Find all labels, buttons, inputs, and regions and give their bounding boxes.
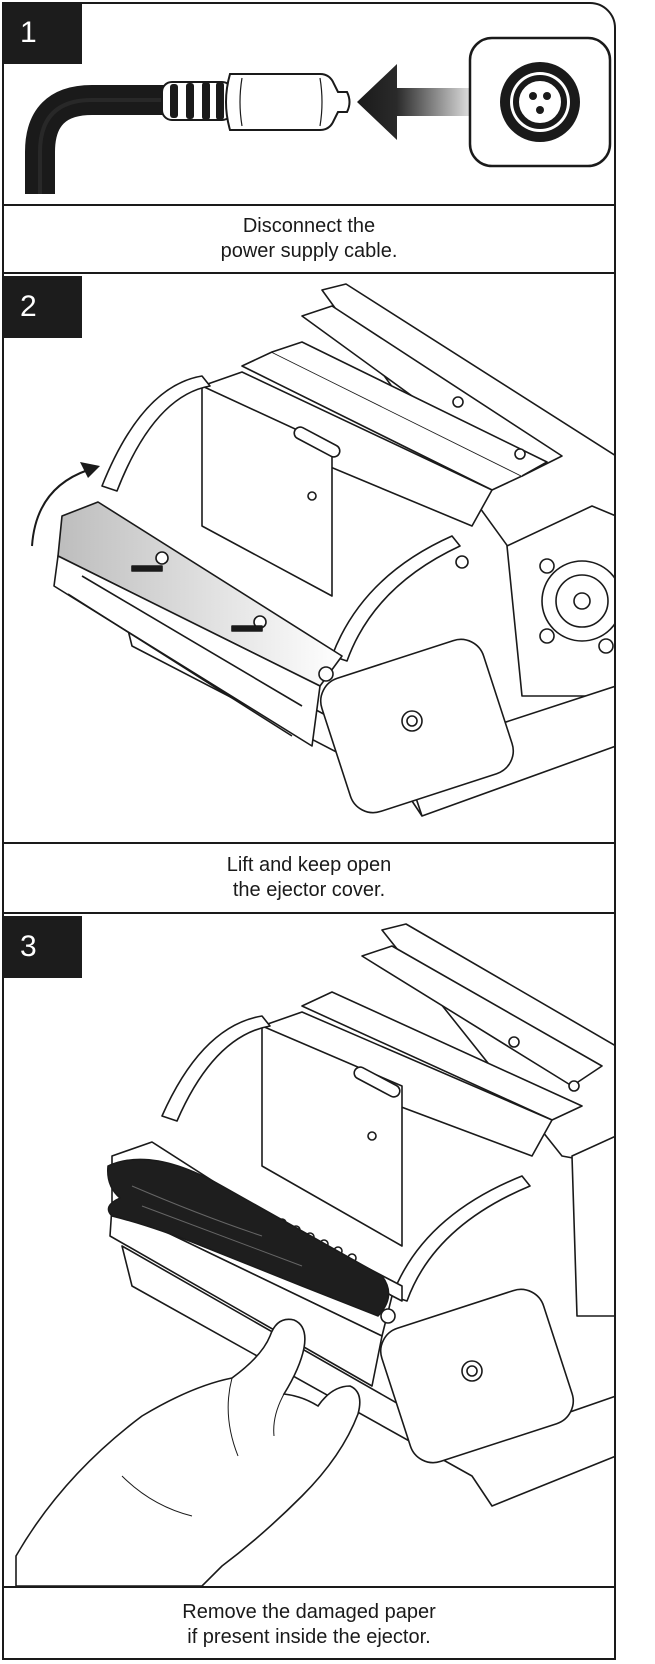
damaged-paper (107, 1158, 390, 1317)
step-1-caption: Disconnect the power supply cable. (2, 204, 616, 274)
lift-arrow-icon (31, 469, 89, 547)
step-1-caption-line-2: power supply cable. (220, 240, 398, 262)
step-3-panel: 3 (2, 916, 616, 1586)
step-1-caption-line-1: Disconnect the (242, 215, 376, 237)
step-3-caption-line-2: if present inside the ejector. (187, 1626, 431, 1648)
step-2-caption-line-1: Lift and keep open (226, 854, 392, 876)
gear-housing (571, 1135, 616, 1317)
step-3-caption: Remove the damaged paper if present insi… (2, 1586, 616, 1662)
step-3-caption-line-1: Remove the damaged paper (182, 1601, 436, 1623)
step-2-caption-line-2: the ejector cover. (232, 879, 386, 901)
plug-body (225, 73, 351, 131)
hand-illustration (15, 1318, 361, 1586)
remove-paper-illustration (15, 923, 616, 1586)
step-2-panel: 2 (2, 276, 616, 842)
roller-upper (301, 991, 583, 1121)
direction-arrow-icon (357, 64, 470, 140)
cover-arm-left (101, 375, 211, 492)
power-cable (25, 85, 167, 194)
step-1-panel: 1 (2, 2, 616, 204)
unplug-cable-illustration (25, 36, 612, 194)
cover-arm-right (331, 535, 461, 662)
step-2-badge: 2 (2, 276, 82, 338)
ejector-cover-open-illustration (31, 283, 616, 817)
cover-arm-right (391, 1175, 531, 1302)
step-3-badge: 3 (2, 916, 82, 978)
step-2-caption: Lift and keep open the ejector cover. (2, 842, 616, 914)
strain-relief (161, 81, 233, 121)
page-border (2, 2, 616, 1660)
cover-arm-left (161, 1015, 271, 1122)
power-socket-icon (468, 36, 612, 168)
